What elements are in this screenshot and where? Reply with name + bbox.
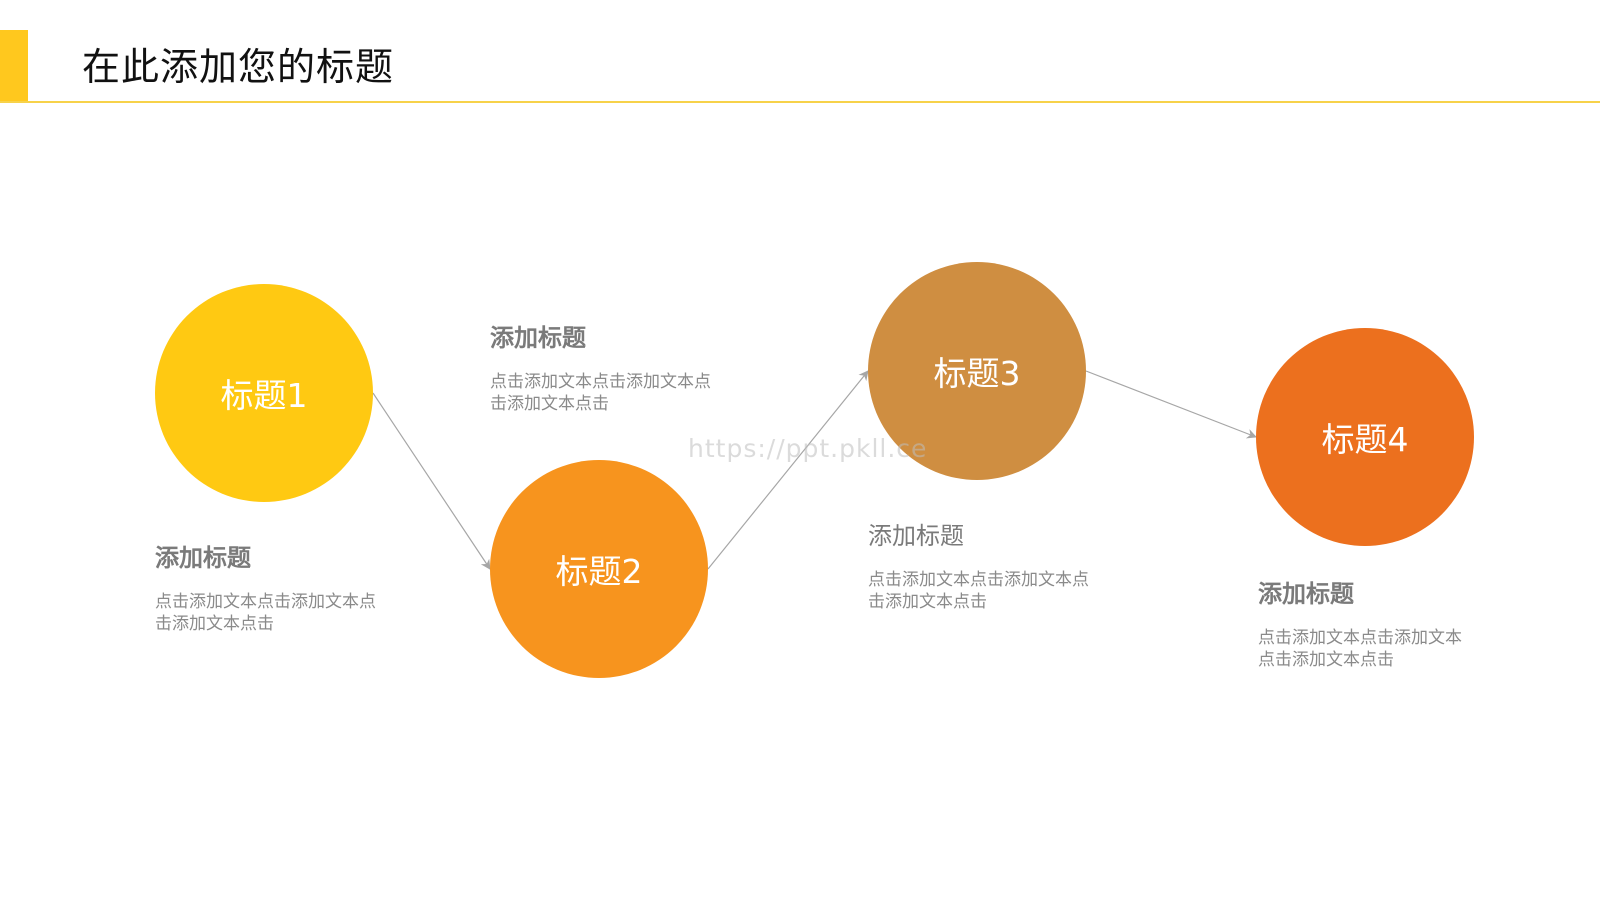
- step-3-heading[interactable]: 添加标题: [868, 522, 964, 550]
- step-1-body[interactable]: 点击添加文本点击添加文本点击添加文本点击: [155, 592, 376, 634]
- step-1-heading[interactable]: 添加标题: [155, 544, 251, 572]
- watermark-text: https://ppt.pkll.ce: [688, 434, 928, 463]
- step-4-text-block: 添加标题 点击添加文本点击添加文本点击添加文本点击: [1258, 574, 1468, 671]
- step-3-body[interactable]: 点击添加文本点击添加文本点击添加文本点击: [868, 570, 1089, 612]
- step-2-text-block: 添加标题 点击添加文本点击添加文本点击添加文本点击: [490, 318, 720, 415]
- page-title[interactable]: 在此添加您的标题: [82, 45, 395, 89]
- step-2-label: 标题2: [555, 552, 643, 591]
- step-2-body[interactable]: 点击添加文本点击添加文本点击添加文本点击: [490, 372, 711, 414]
- title-accent-bar: [0, 30, 28, 102]
- header-divider: [0, 101, 1600, 103]
- step-4-body[interactable]: 点击添加文本点击添加文本点击添加文本点击: [1258, 628, 1462, 670]
- arrow-step1-to-step2: [372, 392, 491, 570]
- step-3-label: 标题3: [933, 354, 1021, 393]
- step-1-text-block: 添加标题 点击添加文本点击添加文本点击添加文本点击: [155, 538, 385, 635]
- step-1-label: 标题1: [220, 376, 308, 415]
- arrow-step2-to-step3: [707, 370, 869, 570]
- arrow-step3-to-step4: [1085, 370, 1257, 439]
- step-4-label: 标题4: [1321, 420, 1409, 459]
- step-4-circle[interactable]: 标题4: [1256, 328, 1474, 546]
- step-2-heading[interactable]: 添加标题: [490, 324, 586, 352]
- step-4-heading[interactable]: 添加标题: [1258, 580, 1354, 608]
- step-2-circle[interactable]: 标题2: [490, 460, 708, 678]
- step-1-circle[interactable]: 标题1: [155, 284, 373, 502]
- step-3-text-block: 添加标题 点击添加文本点击添加文本点击添加文本点击: [868, 516, 1098, 613]
- step-3-circle[interactable]: 标题3: [868, 262, 1086, 480]
